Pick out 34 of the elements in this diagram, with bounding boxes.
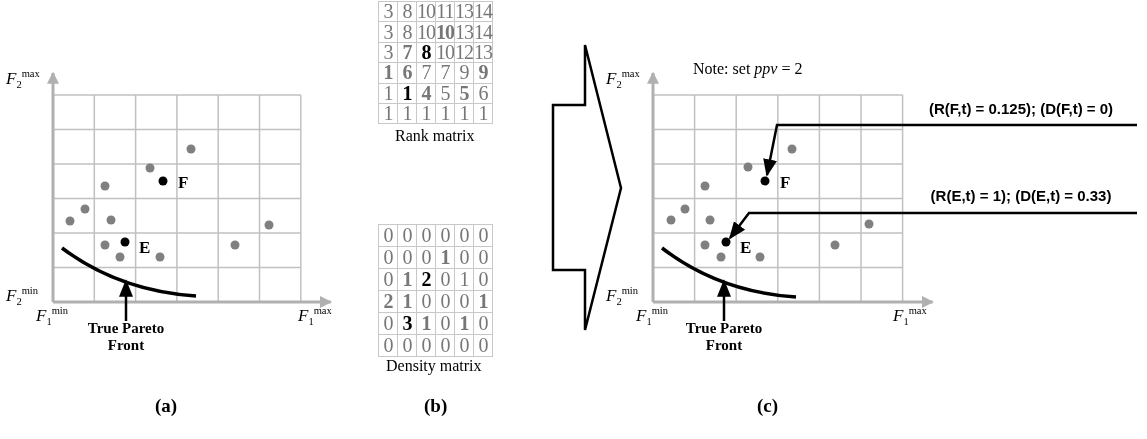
point-label: F [780, 174, 791, 193]
panel-caption: (a) [155, 396, 178, 417]
leader-line [119, 279, 133, 321]
matrix-cell: 3 [378, 1, 398, 23]
panel-caption: (b) [424, 396, 448, 417]
curve-label: True Pareto Front [678, 320, 770, 355]
leader-line [763, 123, 1137, 177]
annotation-text: (R(E,t) = 1); (D(E,t) = 0.33) [905, 187, 1137, 205]
leader-line [728, 211, 1137, 240]
matrix-caption: Density matrix [386, 357, 482, 375]
matrix-caption: Rank matrix [395, 127, 475, 145]
data-point [760, 176, 770, 186]
matrix-cell: 1 [416, 103, 436, 125]
matrix-cell: 1 [473, 103, 493, 125]
matrix-cell: 0 [473, 334, 493, 357]
point-label: E [740, 239, 752, 258]
point-label: E [139, 239, 151, 258]
matrix-cell: 0 [473, 224, 493, 247]
note-text: Note: set ppv = 2 [693, 60, 803, 78]
matrix-cell: 14 [473, 1, 493, 23]
matrix-cell: 14 [473, 21, 493, 43]
point-label: F [178, 174, 189, 193]
matrix-cell: 1 [435, 103, 455, 125]
matrix-cell: 0 [378, 334, 398, 357]
matrix-cell: 13 [473, 41, 493, 64]
leader-line [717, 279, 731, 321]
matrix-cell: 0 [378, 224, 398, 247]
annotation-text: (R(F,t) = 0.125); (D(F,t) = 0) [905, 100, 1137, 118]
matrix-cell: 1 [397, 103, 417, 125]
matrix-cell: 1 [454, 103, 474, 125]
curve-label: True Pareto Front [80, 320, 172, 355]
matrix-cell: 1 [378, 103, 398, 125]
panel-caption: (c) [757, 396, 779, 417]
data-point [721, 237, 731, 247]
